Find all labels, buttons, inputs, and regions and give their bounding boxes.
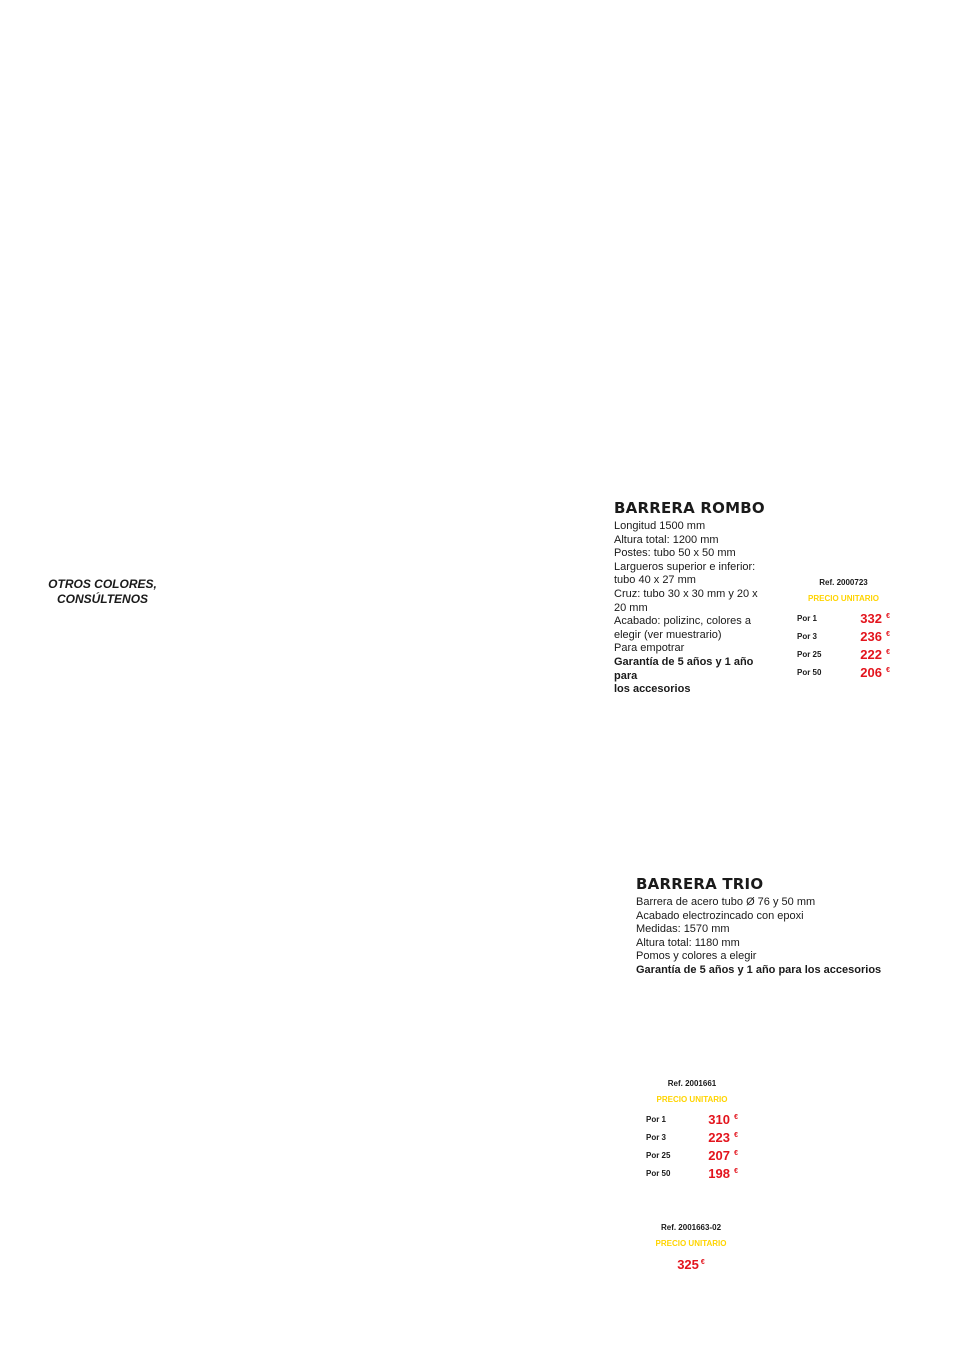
- price-value: 325: [677, 1257, 699, 1272]
- price-qty-label: Por 50: [797, 668, 822, 677]
- note-line-1: OTROS COLORES,: [48, 577, 157, 591]
- trio-title: BARRERA TRIO: [636, 875, 764, 893]
- currency-symbol: €: [700, 1259, 705, 1266]
- other-colors-note: OTROS COLORES, CONSÚLTENOS: [40, 577, 165, 607]
- rombo-spec-line: 20 mm: [614, 601, 648, 614]
- accessory-ref: Ref. 2001663-02: [660, 1223, 722, 1232]
- rombo-spec-line: Para empotrar: [614, 642, 685, 655]
- price-row: Por 3 223 €: [646, 1129, 738, 1147]
- trio-description: Barrera de acero tubo Ø 76 y 50 mm Acaba…: [636, 896, 916, 978]
- rombo-spec-line: Cruz: tubo 30 x 30 mm y 20 x: [614, 587, 758, 600]
- trio-spec-line: Medidas: 1570 mm: [636, 923, 730, 936]
- currency-symbol: €: [734, 1132, 738, 1139]
- price-row: Por 25 207 €: [646, 1147, 738, 1165]
- currency-symbol: €: [886, 613, 890, 620]
- rombo-title: BARRERA ROMBO: [614, 499, 765, 517]
- price-qty-label: Por 3: [797, 632, 818, 641]
- price-value: 332: [860, 611, 882, 626]
- trio-price-table: Ref. 2001661 PRECIO UNITARIO Por 1 310 €…: [646, 1079, 738, 1183]
- price-qty-label: Por 25: [646, 1151, 671, 1160]
- price-row: 325€: [650, 1256, 732, 1274]
- trio-price-header: PRECIO UNITARIO: [656, 1095, 728, 1104]
- rombo-ref: Ref. 2000723: [819, 578, 868, 587]
- currency-symbol: €: [886, 631, 890, 638]
- rombo-spec-line: tubo 40 x 27 mm: [614, 574, 696, 587]
- price-value: 207: [708, 1148, 730, 1163]
- currency-symbol: €: [734, 1168, 738, 1175]
- currency-symbol: €: [734, 1150, 738, 1157]
- trio-ref: Ref. 2001661: [667, 1079, 717, 1088]
- accessory-price-box: Ref. 2001663-02 PRECIO UNITARIO 325€: [650, 1223, 732, 1274]
- rombo-warranty: los accesorios: [614, 683, 691, 696]
- price-row: Por 50 198 €: [646, 1165, 738, 1183]
- trio-spec-line: Barrera de acero tubo Ø 76 y 50 mm: [636, 896, 816, 908]
- price-value: 310: [708, 1112, 730, 1127]
- price-qty-label: Por 50: [646, 1169, 671, 1178]
- rombo-spec-line: Altura total: 1200 mm: [614, 533, 719, 546]
- rombo-spec-line: Longitud 1500 mm: [614, 520, 706, 532]
- price-qty-label: Por 1: [646, 1115, 667, 1124]
- rombo-spec-line: Acabado: polizinc, colores a: [614, 615, 751, 628]
- rombo-product-info: BARRERA ROMBO Longitud 1500 mm Altura to…: [614, 500, 779, 697]
- price-row: Por 3 236 €: [797, 628, 890, 646]
- rombo-description: Longitud 1500 mm Altura total: 1200 mm P…: [614, 520, 779, 697]
- price-value: 222: [860, 647, 882, 662]
- trio-product-info: BARRERA TRIO Barrera de acero tubo Ø 76 …: [636, 876, 916, 978]
- currency-symbol: €: [886, 667, 890, 674]
- trio-spec-line: Pomos y colores a elegir: [636, 950, 757, 963]
- rombo-spec-line: Largueros superior e inferior:: [614, 560, 756, 573]
- price-value: 236: [860, 629, 882, 644]
- rombo-price-table: Ref. 2000723 PRECIO UNITARIO Por 1 332 €…: [797, 578, 890, 682]
- price-value: 198: [708, 1166, 730, 1181]
- note-line-2: CONSÚLTENOS: [56, 592, 149, 606]
- trio-spec-line: Acabado electrozincado con epoxi: [636, 909, 804, 922]
- price-value: 223: [708, 1130, 730, 1145]
- currency-symbol: €: [734, 1114, 738, 1121]
- trio-warranty: Garantía de 5 años y 1 año para los acce…: [636, 963, 882, 976]
- currency-symbol: €: [886, 649, 890, 656]
- rombo-warranty: Garantía de 5 años y 1 año para: [614, 655, 754, 682]
- price-row: Por 25 222 €: [797, 646, 890, 664]
- accessory-price-header: PRECIO UNITARIO: [655, 1239, 727, 1248]
- rombo-price-header: PRECIO UNITARIO: [808, 594, 879, 603]
- price-qty-label: Por 25: [797, 650, 822, 659]
- price-qty-label: Por 1: [797, 614, 818, 623]
- trio-spec-line: Altura total: 1180 mm: [636, 936, 740, 949]
- price-value: 206: [860, 665, 882, 680]
- price-qty-label: Por 3: [646, 1133, 667, 1142]
- price-row: Por 1 310 €: [646, 1111, 738, 1129]
- rombo-spec-line: elegir (ver muestrario): [614, 628, 722, 641]
- rombo-spec-line: Postes: tubo 50 x 50 mm: [614, 547, 736, 560]
- price-row: Por 1 332 €: [797, 610, 890, 628]
- price-row: Por 50 206 €: [797, 664, 890, 682]
